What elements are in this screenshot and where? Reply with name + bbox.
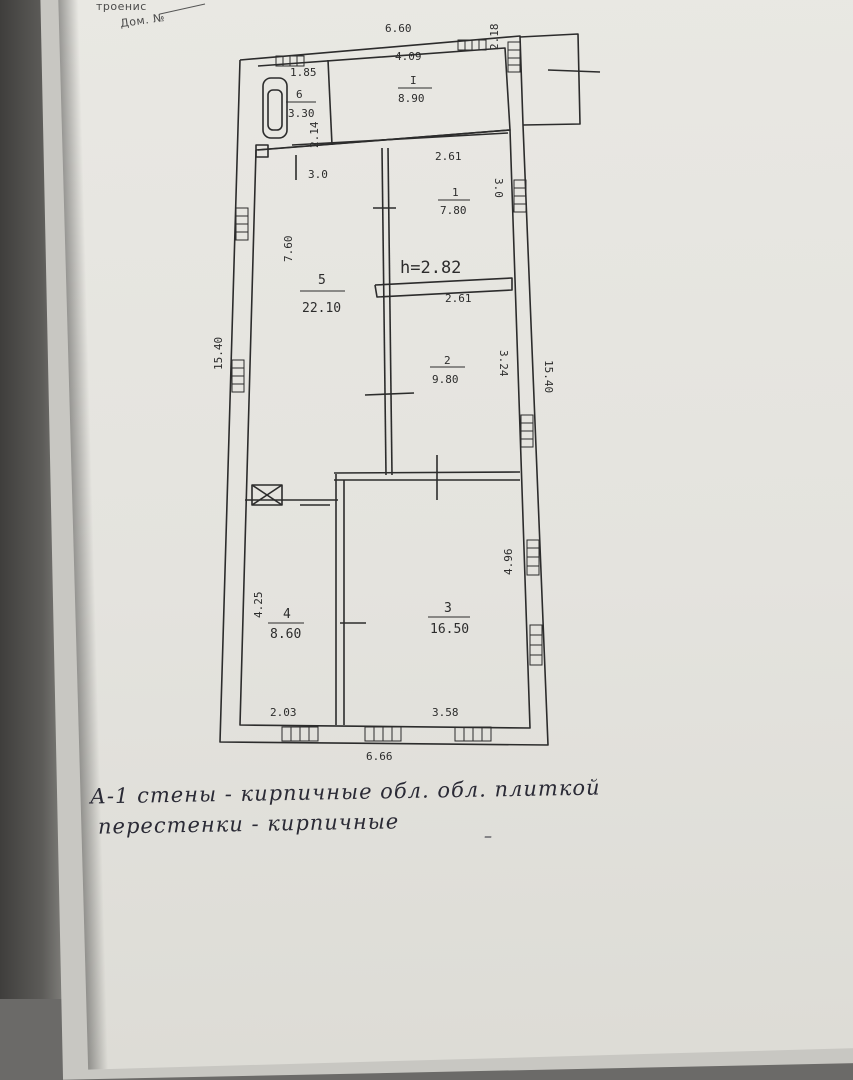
dim-annex-depth: 2.18 — [488, 24, 501, 51]
dim-room5-depth: 7.60 — [282, 236, 295, 263]
room-5-area: 22.10 — [302, 301, 341, 316]
bathtub-symbol — [262, 77, 288, 139]
dim-room6-depth: 2.14 — [308, 121, 321, 148]
partition-room1-room2 — [374, 277, 513, 298]
window-right-4 — [529, 624, 543, 666]
dim-left-length: 15.40 — [212, 337, 225, 370]
dim-room1-depth: 3.0 — [492, 178, 505, 198]
central-partition — [387, 147, 393, 476]
annex-bottom-wall — [291, 132, 509, 146]
window-right-1 — [513, 179, 527, 213]
room-I-number: I — [410, 74, 417, 87]
stove-symbol — [251, 484, 283, 506]
dim-top-width: 6.60 — [385, 22, 412, 35]
room-1-area: 7.80 — [440, 204, 467, 217]
room-I-area: 8.90 — [398, 92, 425, 105]
window-top-left — [275, 55, 305, 67]
window-left-2 — [231, 359, 245, 393]
window-top-right — [457, 39, 487, 51]
room-1-number: 1 — [452, 186, 459, 199]
floor-plan: 6.60 6.66 15.40 15.40 4.09 2.18 1.85 2.1… — [212, 22, 601, 763]
window-bottom-3 — [454, 726, 492, 742]
room-6-area: 3.30 — [288, 107, 315, 120]
dim-room-I-width: 4.09 — [395, 50, 422, 63]
dim-room5-width: 3.0 — [308, 168, 328, 181]
room-5-number: 5 — [318, 273, 326, 288]
porch-outline — [519, 33, 581, 126]
sink-symbol — [255, 144, 269, 158]
porch-arrow — [547, 69, 601, 73]
window-annex-right — [507, 41, 521, 73]
room-2-number: 2 — [444, 354, 451, 367]
dim-room4-width: 2.03 — [270, 706, 297, 719]
annex-partition — [327, 59, 333, 146]
room-2-area: 9.80 — [432, 373, 459, 386]
room-3-number: 3 — [444, 601, 452, 616]
dim-room6-width: 1.85 — [290, 66, 317, 79]
window-right-2 — [520, 414, 534, 448]
dim-room2-depth: 3.24 — [497, 350, 510, 377]
handwritten-dash: – — [484, 826, 493, 845]
room-label-fraction-bars — [268, 87, 470, 624]
header-text-top: троенис — [96, 0, 147, 13]
window-right-3 — [526, 539, 540, 576]
window-bottom-2 — [364, 726, 402, 742]
room-4-area: 8.60 — [270, 627, 301, 642]
window-left-1 — [235, 207, 249, 241]
room-4-number: 4 — [283, 607, 291, 622]
room-3-area: 16.50 — [430, 622, 469, 637]
dim-right-length: 15.40 — [542, 360, 555, 393]
dim-room4-depth: 4.25 — [252, 592, 265, 619]
dim-bottom-width: 6.66 — [366, 750, 393, 763]
dim-room3-width: 3.58 — [432, 706, 459, 719]
dim-room1-width: 2.61 — [435, 150, 462, 163]
windows — [231, 39, 543, 742]
ceiling-height: h=2.82 — [400, 258, 461, 278]
dim-room2-width: 2.61 — [445, 292, 472, 305]
header-underline — [159, 3, 206, 15]
dim-room3-depth: 4.96 — [502, 549, 515, 576]
door-marks — [295, 155, 438, 624]
room-6-number: 6 — [296, 88, 303, 101]
partition-room3-top — [333, 471, 521, 474]
window-bottom-1 — [281, 726, 319, 742]
